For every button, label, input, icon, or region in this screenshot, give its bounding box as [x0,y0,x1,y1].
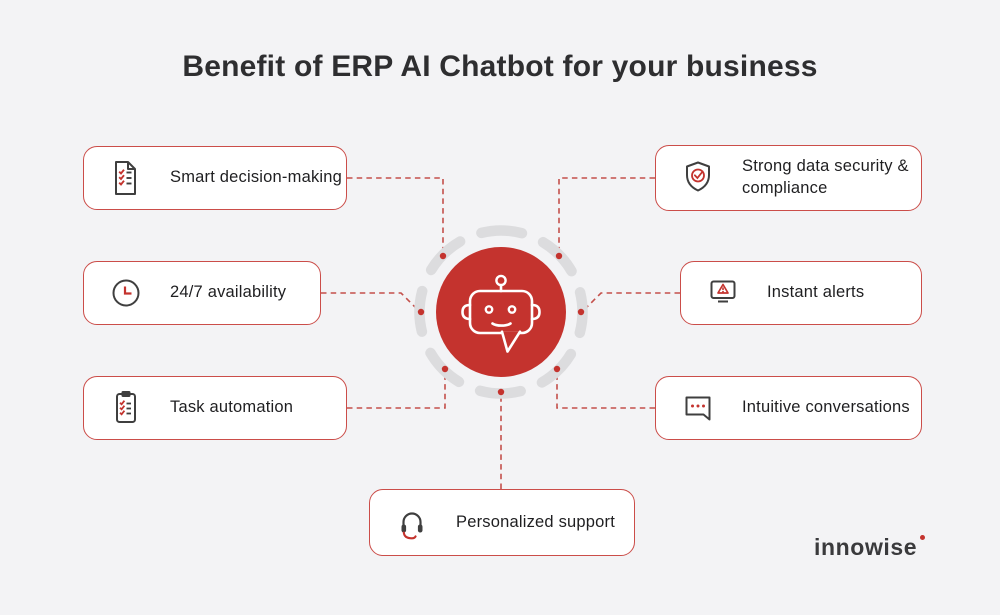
connector-lines [321,177,680,489]
page-title: Benefit of ERP AI Chatbot for your busin… [182,50,818,83]
connector-data-security [558,177,655,251]
connector-dots [417,252,585,396]
logo-text: innowise [814,534,918,560]
card-availability: 24/7 availability [83,261,321,325]
clock-icon [106,273,146,313]
card-smart-decision-making: Smart decision-making [83,146,347,210]
card-instant-alerts: Instant alerts [680,261,922,325]
dashed-ring [414,225,588,399]
monitor-alert-icon [703,273,743,313]
card-label: Intuitive conversations [742,398,910,417]
card-task-automation: Task automation [83,376,347,440]
card-personalized-support: Personalized support [369,489,635,556]
card-data-security: Strong data security & compliance [655,145,922,211]
logo-dot [920,535,926,540]
innowise-logo: innowise [814,534,926,561]
card-label: Strong data security & compliance [742,157,909,197]
connector-smart-decision-making [347,177,444,251]
card-label: Personalized support [456,512,616,531]
connector-task-automation [347,374,446,409]
chat-dots-icon [678,388,718,428]
headset-icon [392,503,432,543]
document-checklist-icon [106,158,146,198]
connector-instant-alerts [583,292,680,311]
card-label: Task automation [170,398,294,417]
clipboard-checklist-icon [106,388,146,428]
chatbot-robot-icon [461,274,541,353]
card-intuitive-conversations: Intuitive conversations [655,376,922,440]
card-label: 24/7 availability [170,283,287,302]
card-label: Instant alerts [767,283,865,302]
card-label: Smart decision-making [170,168,343,187]
center-circle [436,247,566,377]
shield-check-icon [678,158,718,198]
connector-availability [321,292,419,311]
connector-intuitive-conversations [556,374,655,409]
